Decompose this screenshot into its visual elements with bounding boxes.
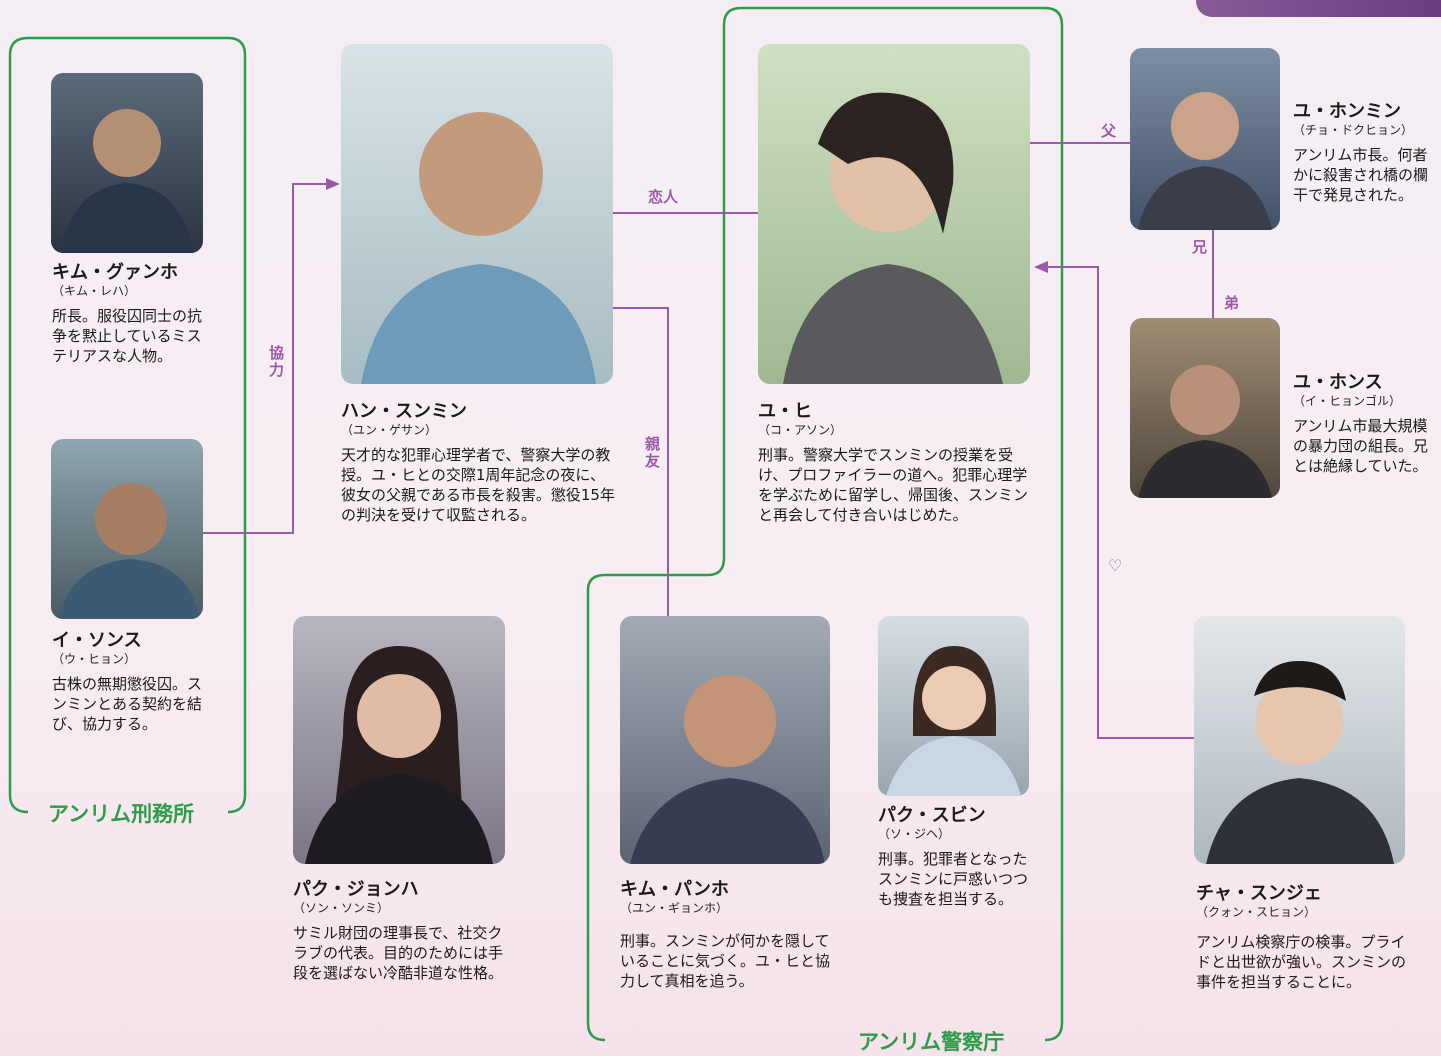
yu-honsu-desc: アンリム市最大規模の暴力団の組長。兄とは絶縁していた。 — [1293, 417, 1429, 475]
park-jonha-name: パク・ジョンハ — [293, 879, 419, 900]
police-group-label: アンリム警察庁 — [858, 1030, 1005, 1054]
yu-hi-name: ユ・ヒ — [758, 401, 812, 422]
cha-sunje-desc: アンリム検察庁の検事。プライドと出世欲が強い。スンミンの事件を担当することに。 — [1196, 933, 1407, 991]
person-silhouette-icon — [361, 112, 596, 384]
park-jonha-actor: （ソン・ソンミ） — [293, 901, 390, 915]
person-silhouette-icon — [59, 483, 199, 619]
person-silhouette-icon — [886, 646, 1021, 796]
han-sunmin-desc: 天才的な犯罪心理学者で、警察大学の教授。ユ・ヒとの交際1周年記念の夜に、彼女の父… — [341, 446, 615, 524]
yu-honmin-name: ユ・ホンミン — [1293, 101, 1401, 122]
heart-line — [1034, 261, 1194, 739]
yu-honsu-actor: （イ・ヒョンゴル） — [1293, 394, 1402, 408]
kim-gwanho-photo — [51, 73, 203, 253]
yu-honmin-desc: アンリム市長。何者かに殺害され橋の欄干で発見された。 — [1293, 146, 1429, 204]
park-jonha-photo — [293, 616, 505, 864]
kim-gwanho-actor: （キム・レハ） — [52, 284, 137, 298]
kim-panho-photo — [620, 616, 830, 864]
lee-sonsu-name: イ・ソンス — [52, 630, 142, 651]
relation-label-best-friend: 親友 — [645, 435, 661, 470]
prison-group-frame — [8, 36, 247, 814]
prison-group-label: アンリム刑務所 — [48, 802, 195, 826]
best-friend-line — [613, 307, 669, 616]
park-subin-photo — [878, 616, 1029, 796]
person-silhouette-icon — [305, 646, 493, 864]
park-subin-desc: 刑事。犯罪者となったスンミンに戸惑いつつも捜査を担当する。 — [878, 850, 1029, 908]
yu-honsu-photo — [1130, 318, 1280, 498]
yu-hi-desc: 刑事。警察大学でスンミンの授業を受け、プロファイラーの道へ。犯罪心理学を学ぶため… — [758, 446, 1029, 524]
kim-gwanho-name: キム・グァンホ — [52, 262, 178, 283]
relation-label-heart: ♡ — [1108, 556, 1123, 575]
han-sunmin-actor: （ユン・ゲサン） — [341, 423, 438, 437]
person-silhouette-icon — [783, 92, 1003, 384]
yu-honmin-actor: （チョ・ドクヒョン） — [1293, 123, 1414, 137]
park-subin-actor: （ソ・ジヘ） — [878, 827, 951, 841]
kim-panho-actor: （ユン・ギョンホ） — [620, 901, 729, 915]
person-silhouette-icon — [1206, 661, 1394, 864]
park-subin-name: パク・スビン — [878, 805, 986, 826]
park-jonha-desc: サミル財団の理事長で、社交クラブの代表。目的のためには手段を選ばない冷酷非道な性… — [293, 924, 504, 982]
lee-sonsu-photo — [51, 439, 203, 619]
person-silhouette-icon — [630, 675, 825, 864]
police-group-frame — [586, 6, 1064, 1042]
yu-honmin-photo — [1130, 48, 1280, 230]
person-silhouette-icon — [1138, 92, 1272, 230]
relation-label-father: 父 — [1101, 122, 1117, 140]
yu-hi-actor: （コ・アソン） — [758, 423, 843, 437]
kim-gwanho-desc: 所長。服役囚同士の抗争を黙止しているミステリアスな人物。 — [52, 307, 203, 365]
yu-hi-photo — [758, 44, 1030, 384]
relation-label-older-brother: 兄 — [1192, 238, 1208, 256]
relation-label-cooperation: 協力 — [269, 344, 285, 379]
han-sunmin-name: ハン・スンミン — [341, 401, 467, 422]
person-silhouette-icon — [1138, 365, 1272, 498]
lee-sonsu-actor: （ウ・ヒョン） — [52, 652, 137, 666]
cha-sunje-name: チャ・スンジェ — [1196, 883, 1322, 904]
cha-sunje-actor: （クォン・スヒョン） — [1196, 905, 1317, 919]
lee-sonsu-desc: 古株の無期懲役囚。スンミンとある契約を結び、協力する。 — [52, 675, 203, 733]
cooperation-line — [203, 178, 340, 534]
relation-label-lovers: 恋人 — [648, 188, 679, 206]
header-badge — [1196, 0, 1441, 17]
yu-honsu-name: ユ・ホンス — [1293, 372, 1383, 393]
person-silhouette-icon — [61, 109, 193, 253]
han-sunmin-photo — [341, 44, 613, 384]
kim-panho-desc: 刑事。スンミンが何かを隠していることに気づく。ユ・ヒと協力して真相を追う。 — [620, 932, 831, 990]
cha-sunje-photo — [1194, 616, 1405, 864]
relation-label-younger-brother: 弟 — [1224, 294, 1240, 312]
kim-panho-name: キム・パンホ — [620, 879, 729, 900]
